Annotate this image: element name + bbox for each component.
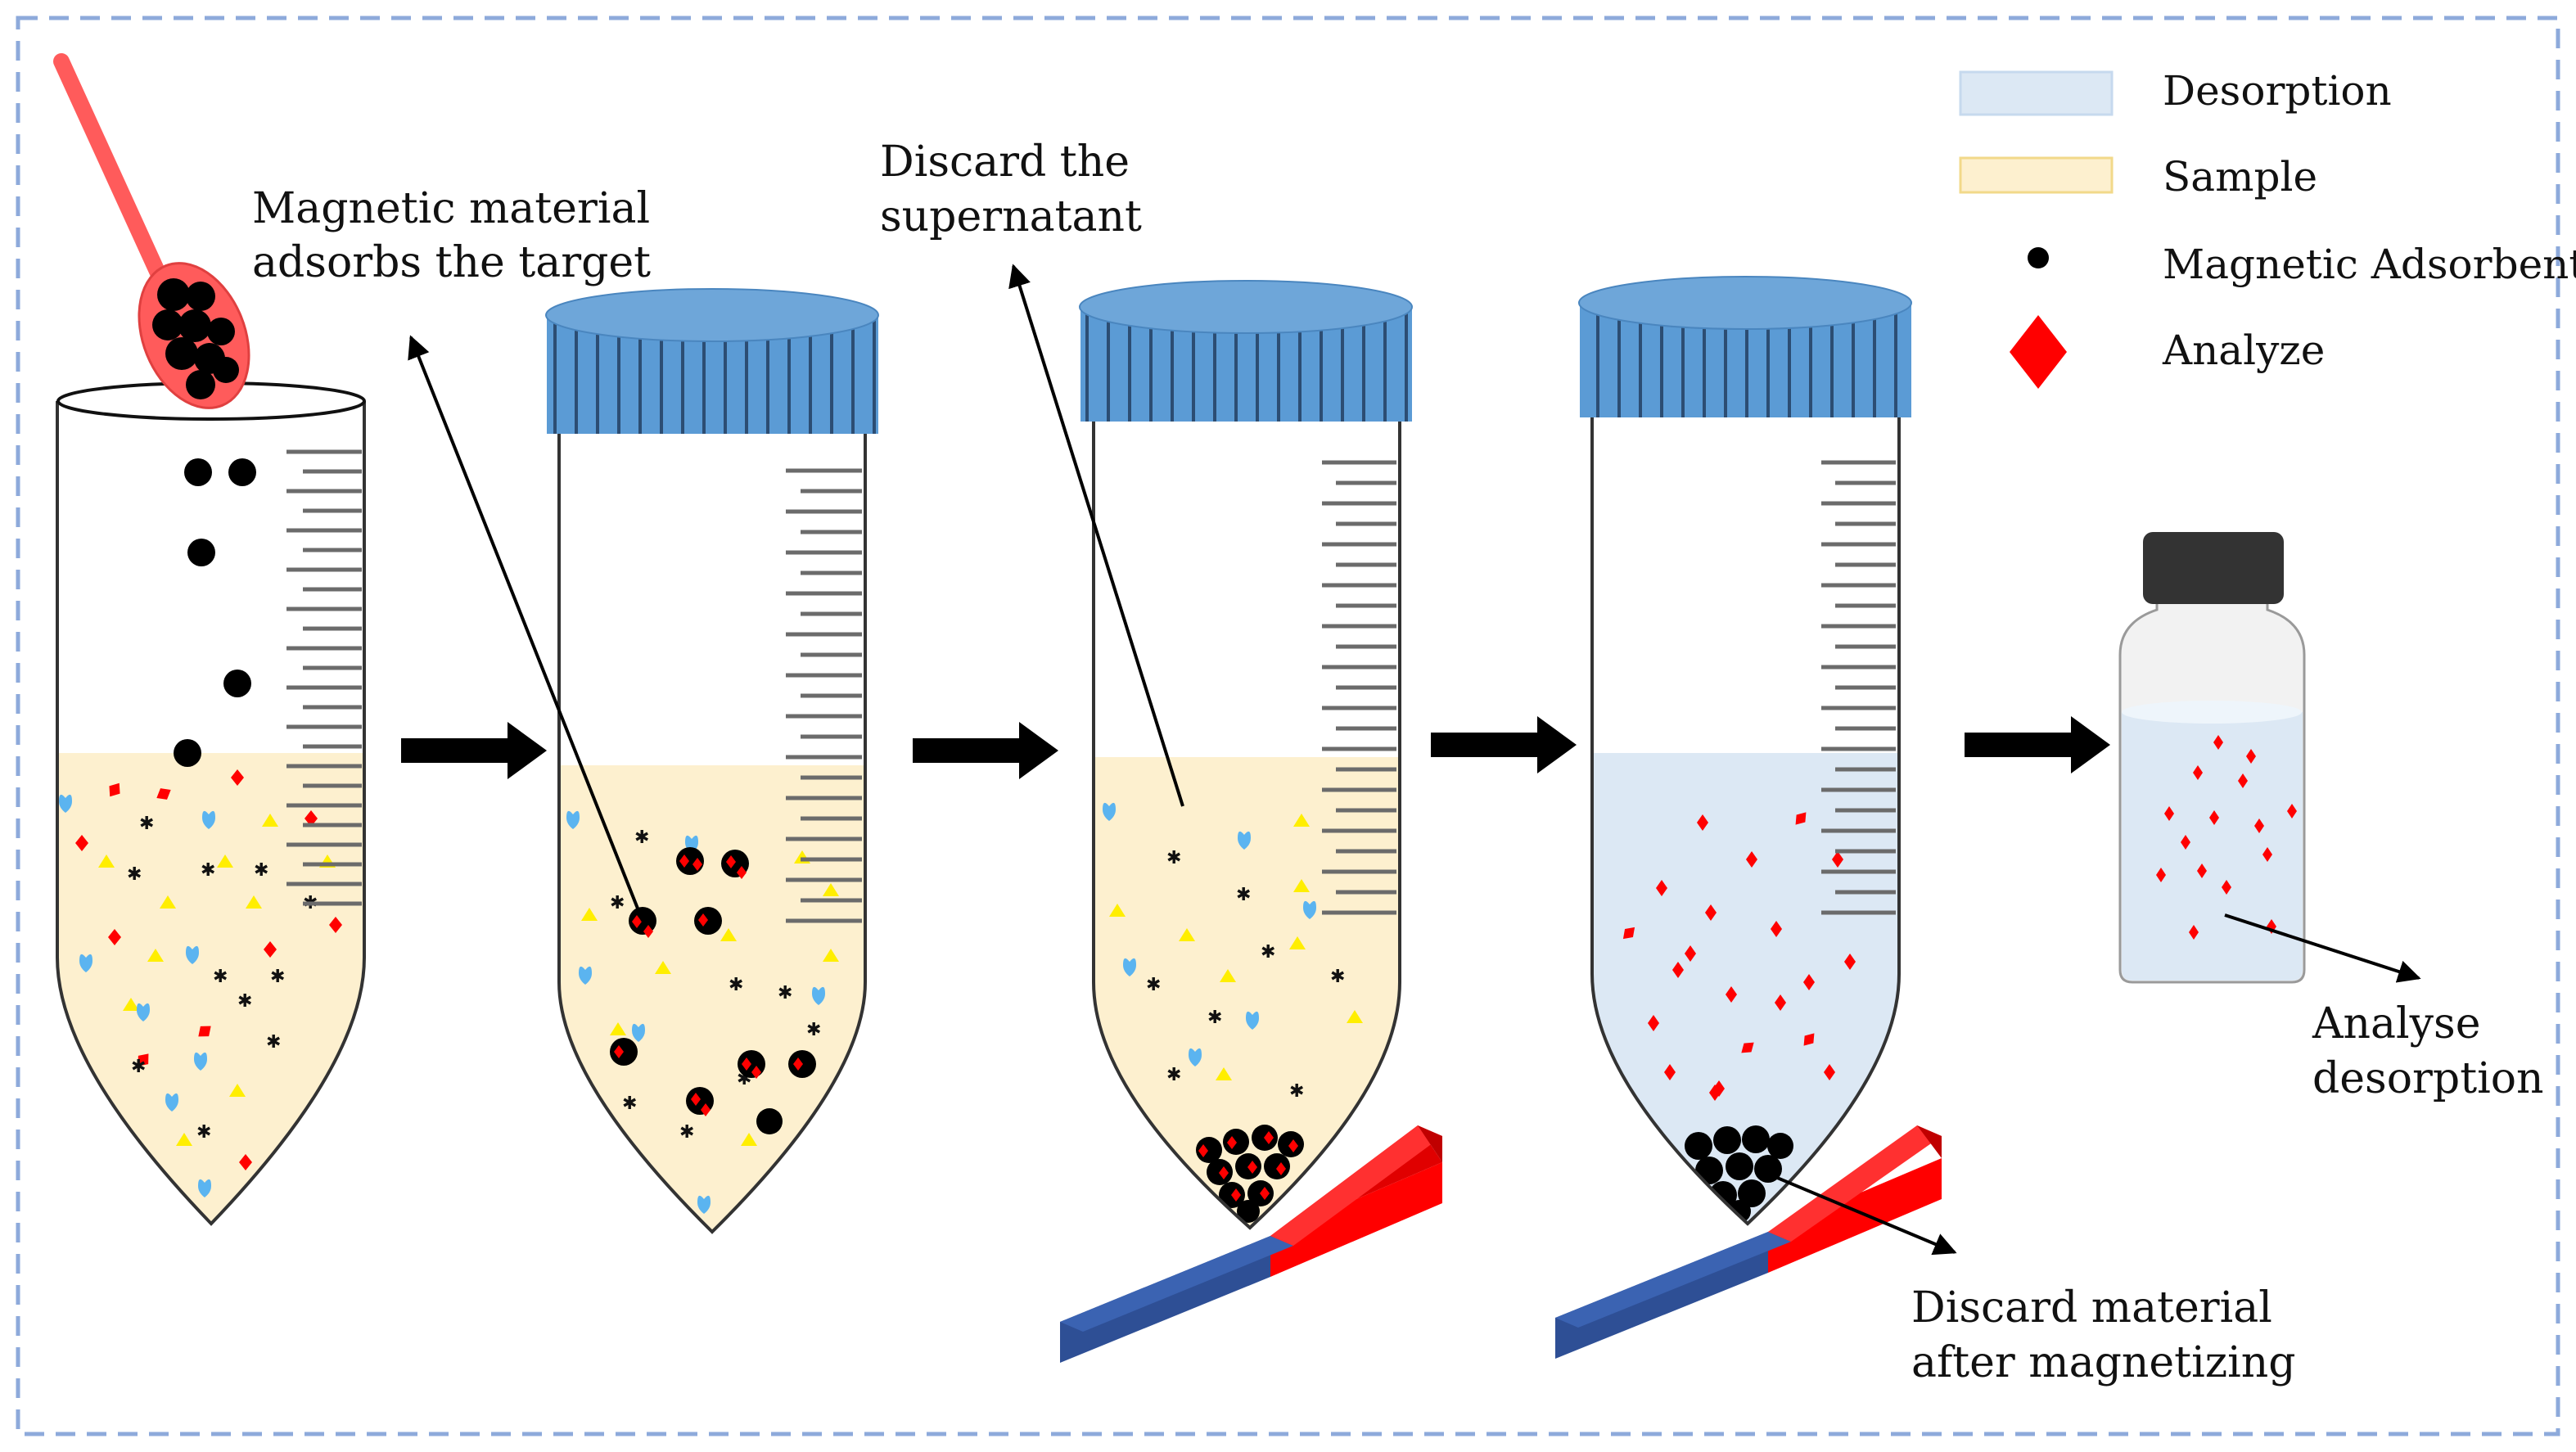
particles-3: ✱ ✱ ✱ ✱ ✱ ✱ ✱ ✱ — [1103, 802, 1363, 1102]
sample-vial-icon — [2118, 532, 2306, 984]
tube-body — [1590, 417, 1901, 1226]
svg-text:✱: ✱ — [1166, 1065, 1181, 1085]
svg-text:✱: ✱ — [778, 983, 792, 1003]
annotation-discard-line1: Discard material — [1911, 1283, 2272, 1333]
collected-adsorbent — [1196, 1125, 1304, 1223]
svg-text:✱: ✱ — [679, 1122, 694, 1143]
leader-line — [1755, 1167, 1957, 1256]
spoon-icon — [53, 53, 250, 409]
analyte-diamond-icon — [2010, 315, 2067, 389]
svg-text:✱: ✱ — [1166, 848, 1181, 868]
annotation-analyse-line2: desorption — [2312, 1054, 2544, 1103]
process-arrow — [913, 722, 1058, 779]
svg-text:✱: ✱ — [622, 1094, 637, 1114]
legend-label-magnetic-adsorbent: Magnetic Adsorbent — [2163, 241, 2576, 288]
tube-body — [1092, 417, 1401, 1230]
leader-line — [1008, 264, 1184, 807]
particles-1: ✱ ✱ ✱ ✱ ✱ ✱ ✱ ✱ ✱ ✱ ✱ — [59, 769, 342, 1197]
svg-text:✱: ✱ — [254, 860, 268, 881]
annotation-supernatant-line1: Discard the — [880, 138, 1130, 187]
svg-text:✱: ✱ — [1146, 975, 1161, 995]
annotation-adsorbs-line1: Magnetic material — [252, 184, 650, 233]
svg-text:✱: ✱ — [139, 814, 154, 834]
tube-body — [56, 401, 366, 1226]
annotation-analyse-line1: Analyse — [2312, 999, 2481, 1048]
legend-swatch-sample — [1959, 156, 2114, 194]
annotation-adsorbs-line2: adsorbs the target — [252, 238, 651, 287]
falling-adsorbent — [174, 458, 256, 767]
svg-text:✱: ✱ — [1330, 967, 1345, 987]
svg-text:✱: ✱ — [729, 975, 743, 995]
annotation-discard-material: Discard material after magnetizing — [1755, 1167, 2296, 1387]
graduation-marks — [786, 468, 862, 923]
bar-magnet-icon — [1555, 1125, 1942, 1359]
screw-cap-icon — [545, 288, 879, 434]
released-analyte — [1622, 812, 1856, 1101]
svg-text:✱: ✱ — [1236, 885, 1251, 905]
svg-text:✱: ✱ — [266, 1032, 281, 1053]
graduation-marks — [286, 449, 362, 906]
svg-text:✱: ✱ — [201, 860, 215, 881]
leader-line — [408, 335, 644, 922]
legend-label-desorption: Desorption — [2163, 67, 2392, 115]
annotation-analyse: Analyse desorption — [2224, 913, 2544, 1103]
svg-text:✱: ✱ — [1261, 942, 1275, 963]
tube-3: ✱ ✱ ✱ ✱ ✱ ✱ ✱ ✱ — [1060, 280, 1442, 1363]
vial-cap — [2143, 532, 2284, 604]
magnetic-adsorbent-icon — [2028, 247, 2049, 268]
svg-text:✱: ✱ — [270, 967, 285, 987]
particles-2: ✱ ✱ ✱ ✱ ✱ ✱ ✱ ✱ — [566, 810, 839, 1214]
annotation-adsorbs: Magnetic material adsorbs the target — [252, 184, 651, 922]
tube-1: ✱ ✱ ✱ ✱ ✱ ✱ ✱ ✱ ✱ ✱ ✱ — [56, 381, 366, 1226]
process-arrow — [1965, 716, 2110, 773]
legend-label-analyze: Analyze — [2162, 327, 2325, 374]
svg-text:✱: ✱ — [127, 864, 142, 885]
svg-text:✱: ✱ — [213, 967, 228, 987]
legend-label-sample: Sample — [2163, 153, 2317, 201]
leader-line — [2224, 913, 2421, 983]
tube-2: ✱ ✱ ✱ ✱ ✱ ✱ ✱ ✱ — [545, 288, 879, 1234]
process-arrow — [1431, 716, 1577, 773]
svg-text:✱: ✱ — [237, 991, 252, 1012]
tube-body — [557, 430, 867, 1234]
adsorbent-with-analyte — [610, 847, 816, 1134]
bar-magnet-icon — [1060, 1125, 1442, 1363]
svg-text:✱: ✱ — [634, 827, 649, 848]
legend-swatch-desorption — [1959, 70, 2114, 116]
svg-text:✱: ✱ — [610, 893, 625, 913]
graduation-marks — [1821, 460, 1896, 915]
svg-text:✱: ✱ — [806, 1020, 821, 1040]
svg-text:✱: ✱ — [1207, 1008, 1222, 1028]
annotation-supernatant-line2: supernatant — [880, 192, 1142, 241]
svg-text:✱: ✱ — [196, 1122, 211, 1143]
process-arrow — [401, 722, 547, 779]
annotation-supernatant: Discard the supernatant — [880, 138, 1184, 807]
annotation-discard-line2: after magnetizing — [1911, 1338, 2296, 1387]
graduation-marks — [1322, 460, 1396, 915]
screw-cap-icon — [1079, 280, 1413, 422]
svg-text:✱: ✱ — [1289, 1081, 1304, 1102]
collected-adsorbent — [1685, 1125, 1793, 1223]
svg-text:✱: ✱ — [131, 1057, 146, 1077]
frame — [16, 16, 2560, 1436]
screw-cap-icon — [1578, 276, 1912, 417]
legend: Desorption Sample Magnetic Adsorbent Ana… — [1959, 67, 2576, 389]
tube-4 — [1555, 276, 1942, 1359]
